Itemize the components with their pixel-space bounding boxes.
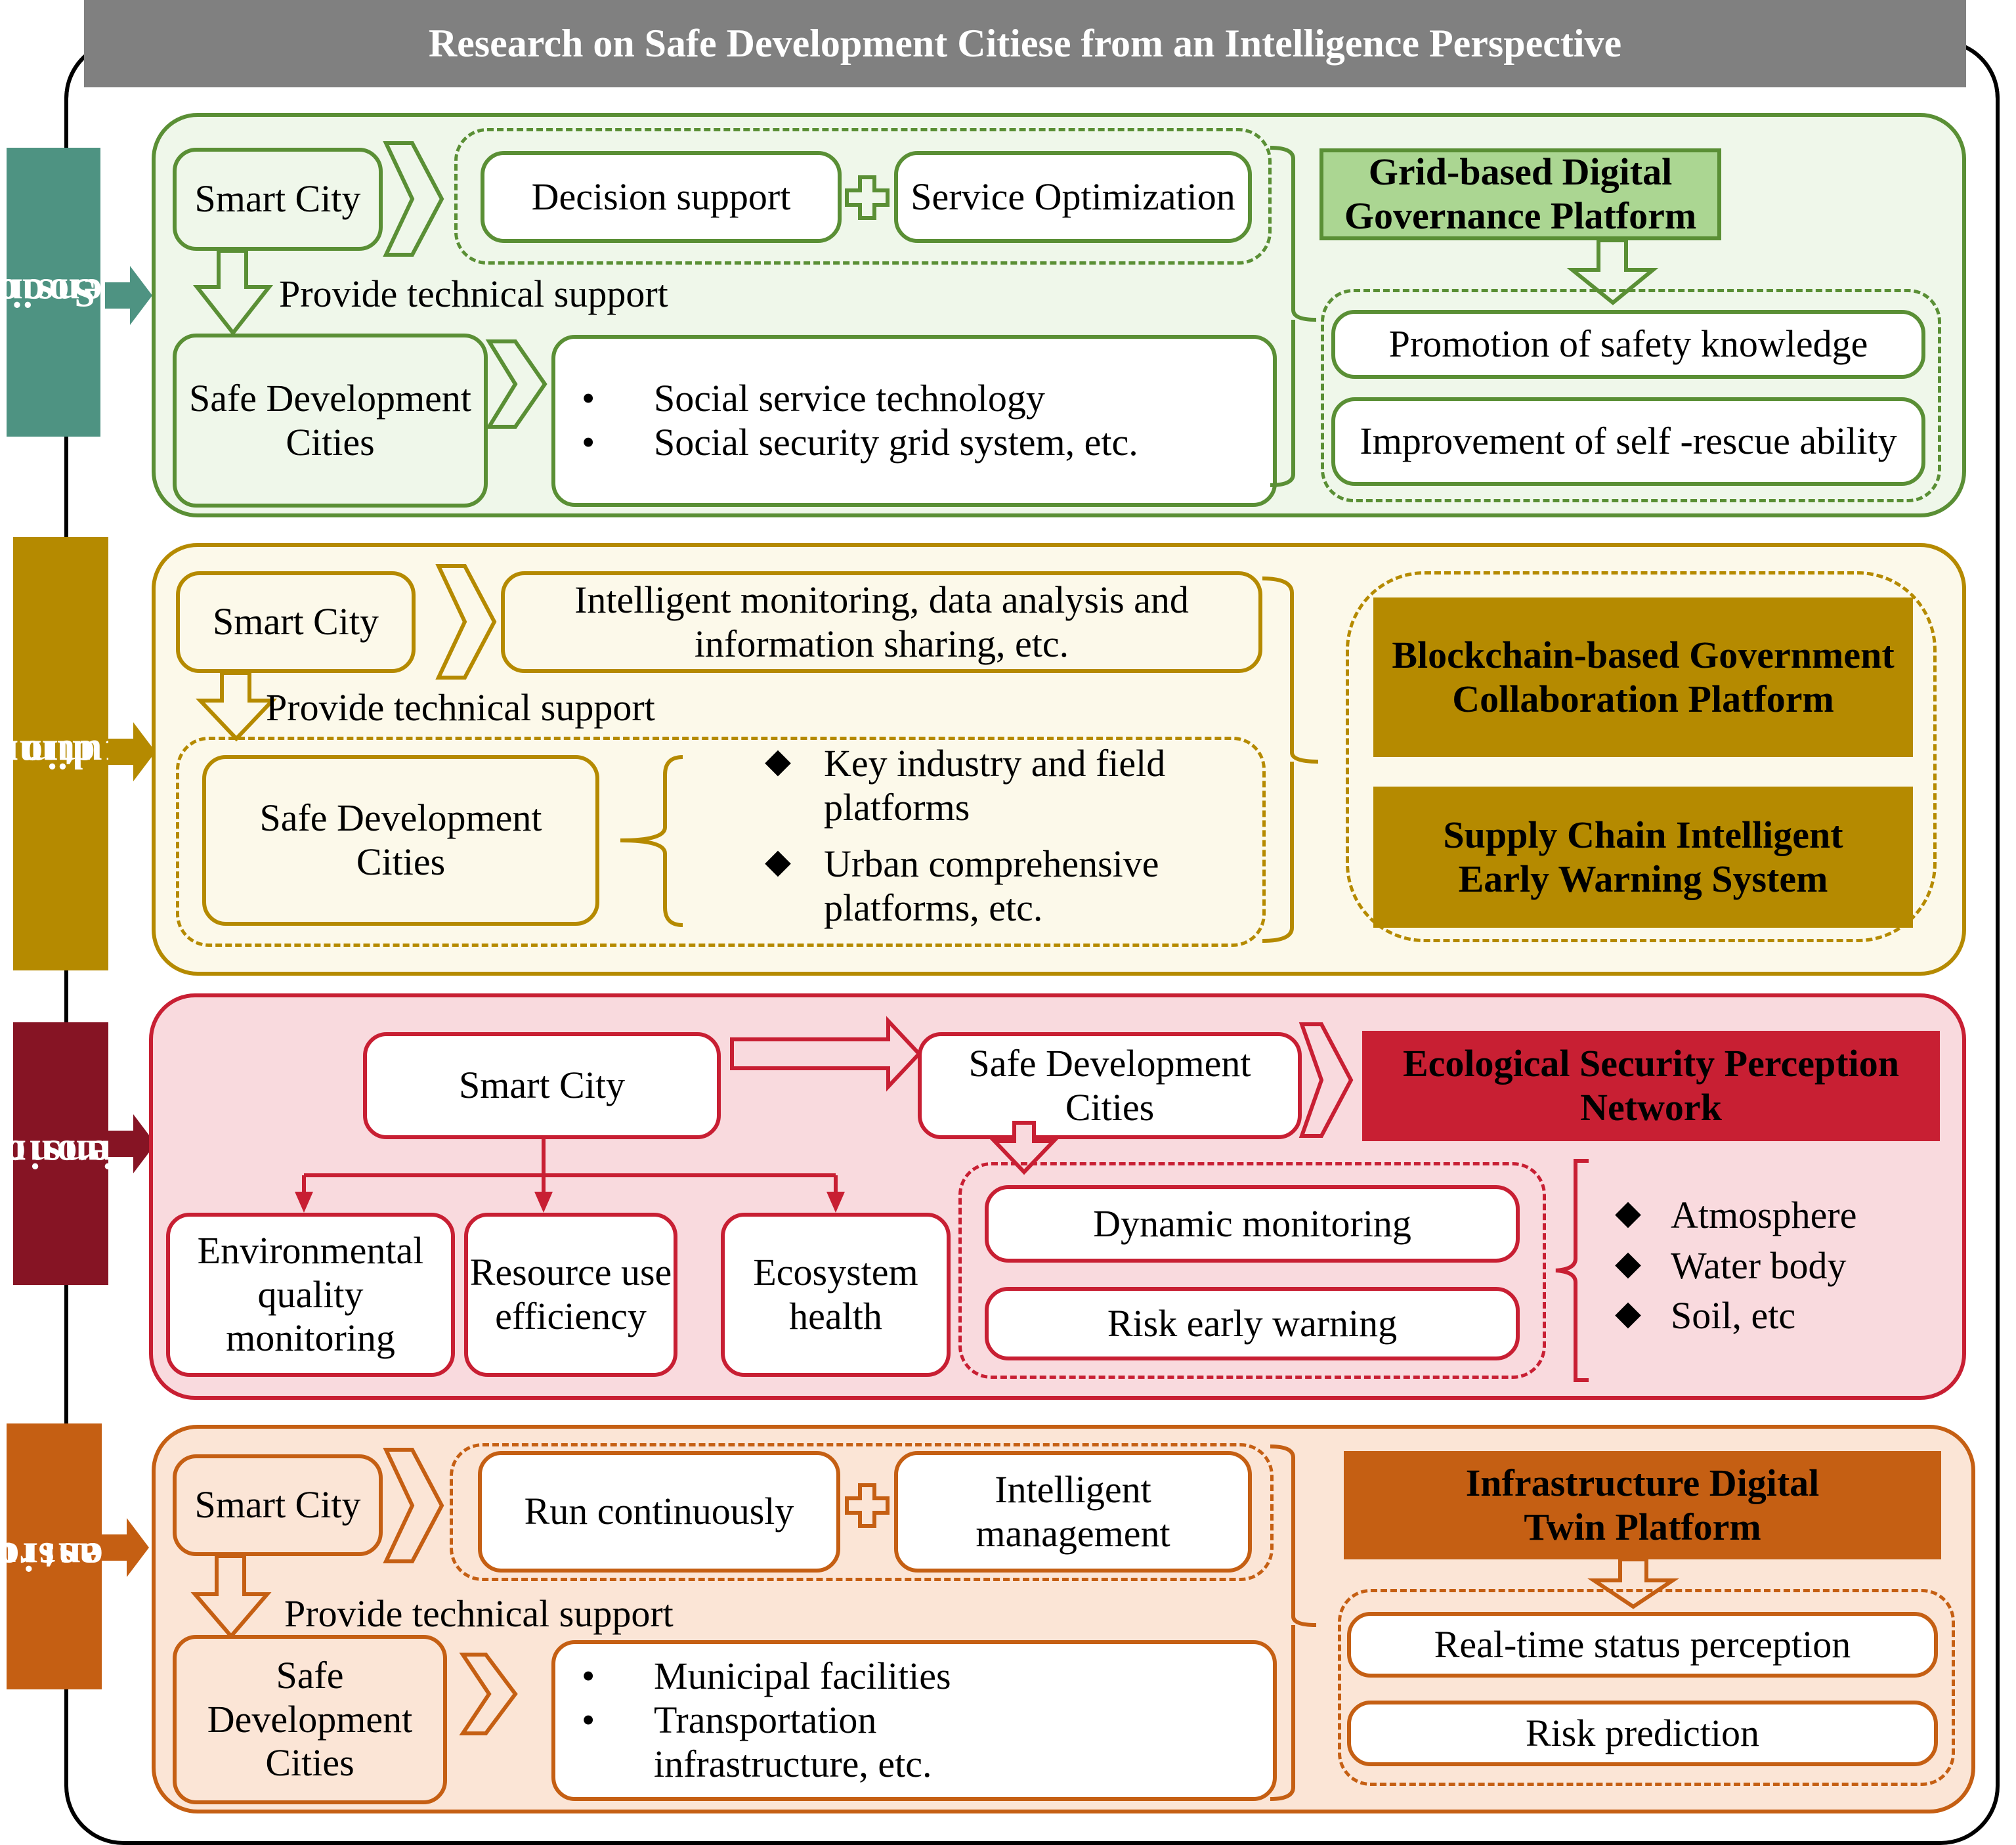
blockchain-platform: Blockchain-based Government Collaboratio…	[1373, 597, 1913, 757]
infrastructure-outcomes-group	[1338, 1589, 1955, 1786]
list-item: Atmosphere	[1615, 1194, 1943, 1238]
environmental-arrow-icon	[108, 1114, 156, 1173]
service-optimization-box: Service Optimization	[894, 151, 1252, 243]
tree-connector-icon	[295, 1139, 845, 1213]
list-item: Transportation infrastructure, etc.	[555, 1699, 1067, 1786]
environmental-smart-city-box: Smart City	[363, 1032, 721, 1139]
bracket-icon	[1270, 146, 1317, 487]
infrastructure-smart-city-box: Smart City	[173, 1454, 383, 1556]
down-arrow-icon	[190, 1554, 272, 1639]
environmental-dimension-label: Environmentaldimension	[0, 1022, 196, 1285]
social-safe-cities-box: Safe Development Cities	[173, 334, 488, 508]
title-banner: Research on Safe Development Citiese fro…	[84, 0, 1966, 87]
environmental-child-box: Environmental quality monitoring	[166, 1213, 455, 1377]
social-services-group	[454, 128, 1272, 265]
social-dimension-label: Socialdimension	[0, 148, 182, 437]
brace-icon	[620, 755, 683, 927]
list-item: Soil, etc	[1615, 1294, 1943, 1338]
plus-icon	[845, 1483, 890, 1528]
chevron-right-icon	[383, 141, 444, 257]
decision-support-box: Decision support	[481, 151, 842, 243]
digital-twin-platform: Infrastructure Digital Twin Platform	[1344, 1451, 1941, 1559]
social-arrow-icon	[105, 266, 152, 325]
run-continuously-box: Run continuously	[478, 1451, 840, 1573]
list-item: Water body	[1615, 1244, 1943, 1288]
environmental-child-box: Resource use efficiency	[464, 1213, 677, 1377]
brace-icon	[1555, 1159, 1589, 1382]
down-arrow-icon	[196, 671, 277, 742]
infrastructure-dimension-label: Infrastructuredimension	[0, 1423, 186, 1689]
outcome-box: Improvement of self -rescue ability	[1331, 397, 1925, 486]
infrastructure-bullets-box: Municipal facilities Transportation infr…	[551, 1640, 1277, 1801]
diagram-title: Research on Safe Development Citiese fro…	[428, 22, 1622, 65]
infrastructure-bullet-list: Municipal facilities Transportation infr…	[555, 1655, 1067, 1786]
list-item: Social security grid system, etc.	[555, 421, 1138, 465]
capabilities-box: Intelligent monitoring, data analysis an…	[501, 571, 1262, 673]
institutional-bullet-list: Key industry and field platforms Urban c…	[765, 742, 1251, 930]
function-box: Dynamic monitoring	[985, 1185, 1520, 1263]
list-item: Key industry and field platforms	[765, 742, 1251, 829]
intelligent-management-box: Intelligent management	[894, 1451, 1252, 1573]
grid-governance-platform: Grid-based Digital Governance Platform	[1319, 148, 1721, 240]
function-box: Risk early warning	[985, 1287, 1520, 1360]
chevron-right-icon	[435, 564, 497, 680]
infrastructure-safe-cities-box: Safe Development Cities	[173, 1635, 447, 1804]
outcome-box: Real-time status perception	[1347, 1612, 1938, 1678]
provide-support-label: Provide technical support	[279, 272, 668, 315]
institutional-platforms-group	[1346, 571, 1937, 942]
infrastructure-arrow-icon	[102, 1518, 149, 1577]
down-arrow-icon	[192, 249, 274, 336]
social-bullets-box: Social service technology Social securit…	[551, 335, 1277, 507]
chevron-right-icon	[383, 1448, 444, 1563]
social-bullet-list: Social service technology Social securit…	[555, 377, 1138, 464]
chevron-right-icon	[459, 1653, 518, 1735]
institutional-smart-city-box: Smart City	[176, 571, 416, 673]
institutional-arrow-icon	[108, 722, 156, 781]
environmental-functions-group	[958, 1162, 1546, 1379]
institutional-safe-cities-box: Safe Development Cities	[202, 755, 599, 926]
supply-chain-platform: Supply Chain Intelligent Early Warning S…	[1373, 787, 1913, 928]
list-item: Municipal facilities	[555, 1655, 1067, 1699]
list-item: Urban comprehensive platforms, etc.	[765, 842, 1251, 930]
institutional-safe-group	[176, 737, 1266, 947]
social-smart-city-box: Smart City	[173, 148, 383, 251]
social-outcomes-group	[1321, 289, 1941, 502]
right-arrow-icon	[730, 1016, 922, 1092]
ecological-network-platform: Ecological Security Perception Network	[1362, 1031, 1940, 1141]
infrastructure-ops-group	[450, 1443, 1274, 1581]
outcome-box: Promotion of safety knowledge	[1331, 310, 1925, 379]
environmental-bullet-list: Atmosphere Water body Soil, etc	[1615, 1194, 1943, 1338]
down-arrow-icon	[1587, 1557, 1679, 1609]
outcome-box: Risk prediction	[1347, 1701, 1938, 1766]
institutional-dimension-label: Institutional andeconomic dimensions	[0, 537, 303, 970]
environmental-safe-cities-box: Safe Development Cities	[918, 1032, 1302, 1139]
plus-icon	[845, 175, 890, 220]
down-arrow-icon	[1566, 238, 1659, 305]
chevron-right-icon	[485, 339, 547, 429]
down-arrow-icon	[989, 1121, 1059, 1175]
provide-support-label: Provide technical support	[284, 1592, 674, 1635]
provide-support-label: Provide technical support	[266, 686, 655, 729]
environmental-child-box: Ecosystem health	[721, 1213, 951, 1377]
list-item: Social service technology	[555, 377, 1138, 421]
chevron-right-icon	[1298, 1022, 1354, 1138]
bracket-icon	[1262, 576, 1319, 943]
bracket-icon	[1270, 1444, 1317, 1801]
